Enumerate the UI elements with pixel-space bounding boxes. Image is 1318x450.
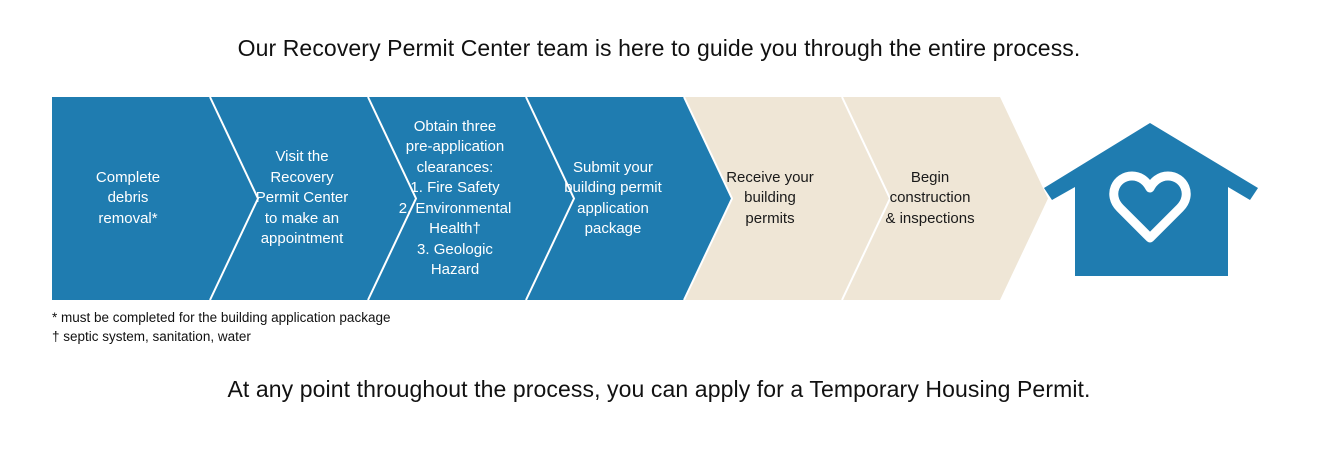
process-step-1-label: Complete debris removal*: [53, 168, 203, 230]
process-step-5-chevron: [684, 97, 890, 300]
step-text-line: construction: [889, 189, 971, 207]
step-text-line: Obtain three: [413, 117, 497, 135]
step-text-line: to make an: [264, 209, 340, 227]
step-text-line: building: [744, 189, 796, 207]
process-step-2-chevron: [210, 97, 416, 300]
process-step-5-label: Receive your building permits: [695, 168, 845, 230]
process-step-4-chevron: [526, 97, 732, 300]
step-text-line: Receive your: [726, 168, 814, 186]
step-text-line: building permit: [564, 179, 662, 196]
step-text-line: Visit the: [275, 148, 329, 166]
step-separator: [841, 96, 892, 301]
house-heart-icon: [1044, 123, 1258, 276]
step-text-line: removal*: [98, 209, 158, 227]
step-text-line: Submit your: [572, 158, 654, 176]
step-text-line: 2. Environmental: [398, 199, 512, 217]
process-step-6-chevron: [842, 97, 1048, 300]
step-text-line: package: [584, 220, 642, 237]
page-title: Our Recovery Permit Center team is here …: [237, 35, 1081, 61]
step-text-line: & inspections: [885, 209, 975, 227]
step-text-line: Recovery: [270, 168, 334, 186]
step-separator: [525, 96, 576, 301]
step-text-line: appointment: [260, 230, 344, 248]
step-text-line: 1. Fire Safety: [410, 179, 500, 196]
house-roof-and-body: [1044, 123, 1258, 276]
process-step-1-chevron: [52, 97, 258, 300]
process-step-3-chevron: [368, 97, 574, 300]
step-separator: [683, 96, 734, 301]
step-text-line: Begin: [910, 168, 950, 186]
step-text-line: pre-application: [405, 138, 505, 155]
step-text-line: Permit Center: [255, 189, 349, 207]
step-text-line: clearances:: [416, 158, 494, 176]
step-text-line: Complete: [95, 168, 161, 186]
footnotes: * must be completed for the building app…: [52, 308, 390, 346]
step-text-line: 3. Geologic: [417, 240, 493, 258]
step-separator: [367, 96, 418, 301]
process-step-4-label: Submit your building permit application pac…: [538, 158, 688, 240]
heart-outline-icon: [1109, 171, 1191, 243]
step-text-line: debris: [107, 189, 149, 207]
step-text-line: permits: [745, 209, 795, 227]
process-step-6-label: Begin construction & inspections: [855, 168, 1005, 230]
footnote-asterisk: * must be completed for the building app…: [52, 310, 391, 325]
step-text-line: Hazard: [430, 261, 480, 278]
step-text-line: application: [577, 199, 649, 217]
footer-note: At any point throughout the process, you…: [227, 376, 1091, 402]
process-step-3-label: Obtain three pre-application clearances: 1.…: [380, 117, 530, 281]
step-separator: [209, 96, 260, 301]
footnote-dagger: † septic system, sanitation, water: [52, 329, 251, 344]
step-text-line: Health†: [429, 220, 481, 237]
